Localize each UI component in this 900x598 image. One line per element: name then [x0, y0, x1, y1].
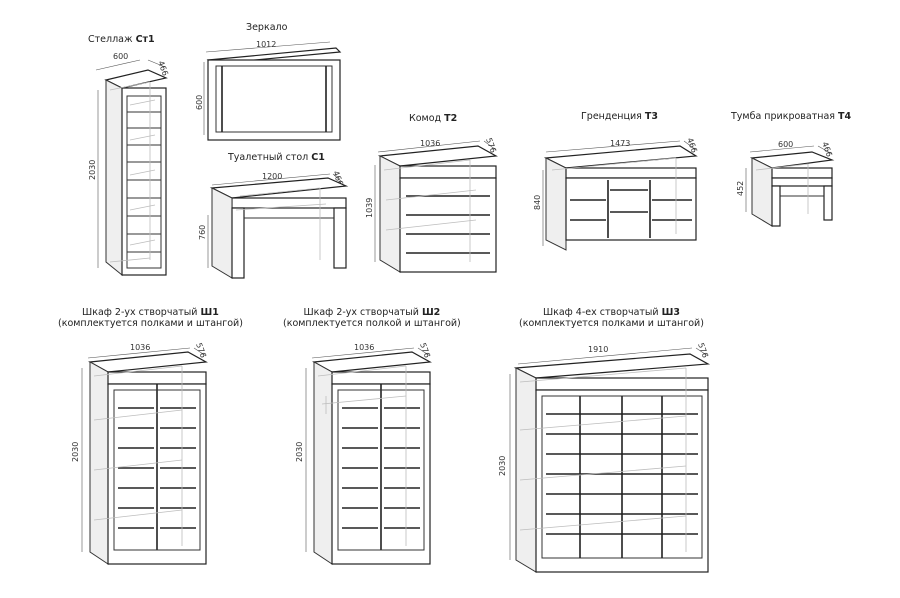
title-mirror: Зеркало	[246, 22, 288, 33]
title-sh2: Шкаф 2-ух створчатый Ш2 (комплектуется п…	[283, 307, 461, 329]
dim-t4-height: 452	[736, 181, 745, 196]
dim-sh2-height: 2030	[295, 442, 304, 462]
dim-c1-height: 760	[198, 225, 207, 240]
dim-sh2-width: 1036	[354, 343, 374, 352]
drawing-st1: 600 466 2030	[88, 52, 170, 277]
drawing-sh1: 1036 576 2030	[71, 342, 208, 565]
dim-sh3-depth: 576	[696, 342, 710, 359]
dim-mirror-height: 600	[195, 95, 204, 110]
title-t2: Комод Т2	[409, 113, 458, 124]
drawing-sh2: 1036 576 2030	[295, 342, 432, 565]
dim-c1-width: 1200	[262, 172, 282, 181]
dim-t3-width: 1473	[610, 139, 630, 148]
dim-st1-width: 600	[113, 52, 128, 61]
drawing-t2: 1036 576 1039	[365, 137, 498, 273]
drawing-t4: 600 466 452	[736, 140, 835, 227]
title-c1: Туалетный стол С1	[228, 152, 325, 163]
dim-t4-width: 600	[778, 140, 793, 149]
dim-t2-width: 1036	[420, 139, 440, 148]
title-t4: Тумба прикроватная Т4	[731, 111, 852, 122]
dim-t3-height: 840	[533, 195, 542, 210]
dim-st1-height: 2030	[88, 160, 97, 180]
drawing-t3: 1473 466 840	[533, 137, 699, 251]
dim-sh1-width: 1036	[130, 343, 150, 352]
title-sh1: Шкаф 2-ух створчатый Ш1 (комплектуется п…	[58, 307, 243, 329]
dim-mirror-width: 1012	[256, 40, 276, 49]
dim-sh3-height: 2030	[498, 456, 507, 476]
title-st1: Стеллаж Ст1	[88, 34, 155, 45]
title-t3: Гренденция Т3	[581, 111, 658, 122]
dim-sh3-width: 1910	[588, 345, 608, 354]
drawing-sh3: 1910 576 2030	[498, 342, 711, 573]
title-sh3: Шкаф 4-ех створчатый Ш3 (комплектуется п…	[519, 307, 704, 329]
drawing-mirror: 1012 600	[195, 40, 342, 141]
dim-sh1-height: 2030	[71, 442, 80, 462]
dim-t2-height: 1039	[365, 198, 374, 218]
drawing-c1: 1200 466 760	[198, 170, 349, 279]
